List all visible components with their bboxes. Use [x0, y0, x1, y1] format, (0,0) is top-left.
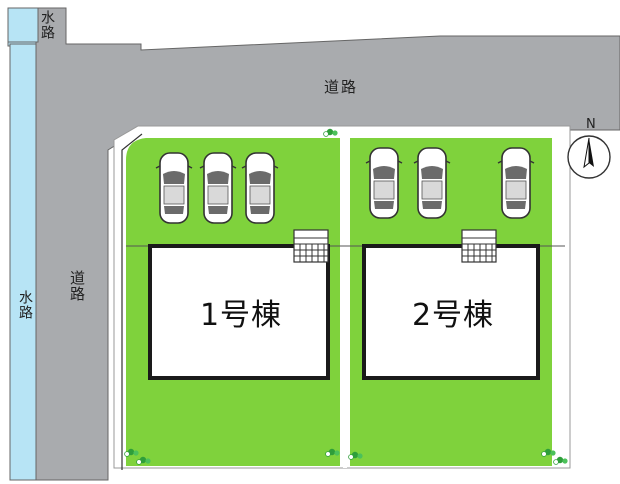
waterway-left [9, 43, 37, 481]
stairs-icon [461, 229, 497, 263]
building-1 [148, 244, 330, 380]
road-top-label: 道路 [324, 78, 359, 96]
car-icon [413, 147, 451, 219]
waterway-top-label: 水路 [39, 10, 55, 40]
car-icon [497, 147, 535, 219]
building-2 [362, 244, 540, 380]
car-icon [199, 152, 237, 224]
road-left-label: 道路 [68, 270, 86, 302]
building-1-label: 1号棟 [199, 298, 283, 333]
car-icon [241, 152, 279, 224]
building-2-label: 2号棟 [411, 298, 495, 333]
car-icon [155, 152, 193, 224]
car-icon [365, 147, 403, 219]
stairs-icon [293, 229, 329, 263]
curb-line [121, 133, 143, 470]
waterway-left-label: 水路 [17, 290, 33, 320]
waterway-top-box [7, 7, 39, 43]
compass-north-label: N [586, 117, 596, 132]
compass-icon [567, 135, 611, 179]
